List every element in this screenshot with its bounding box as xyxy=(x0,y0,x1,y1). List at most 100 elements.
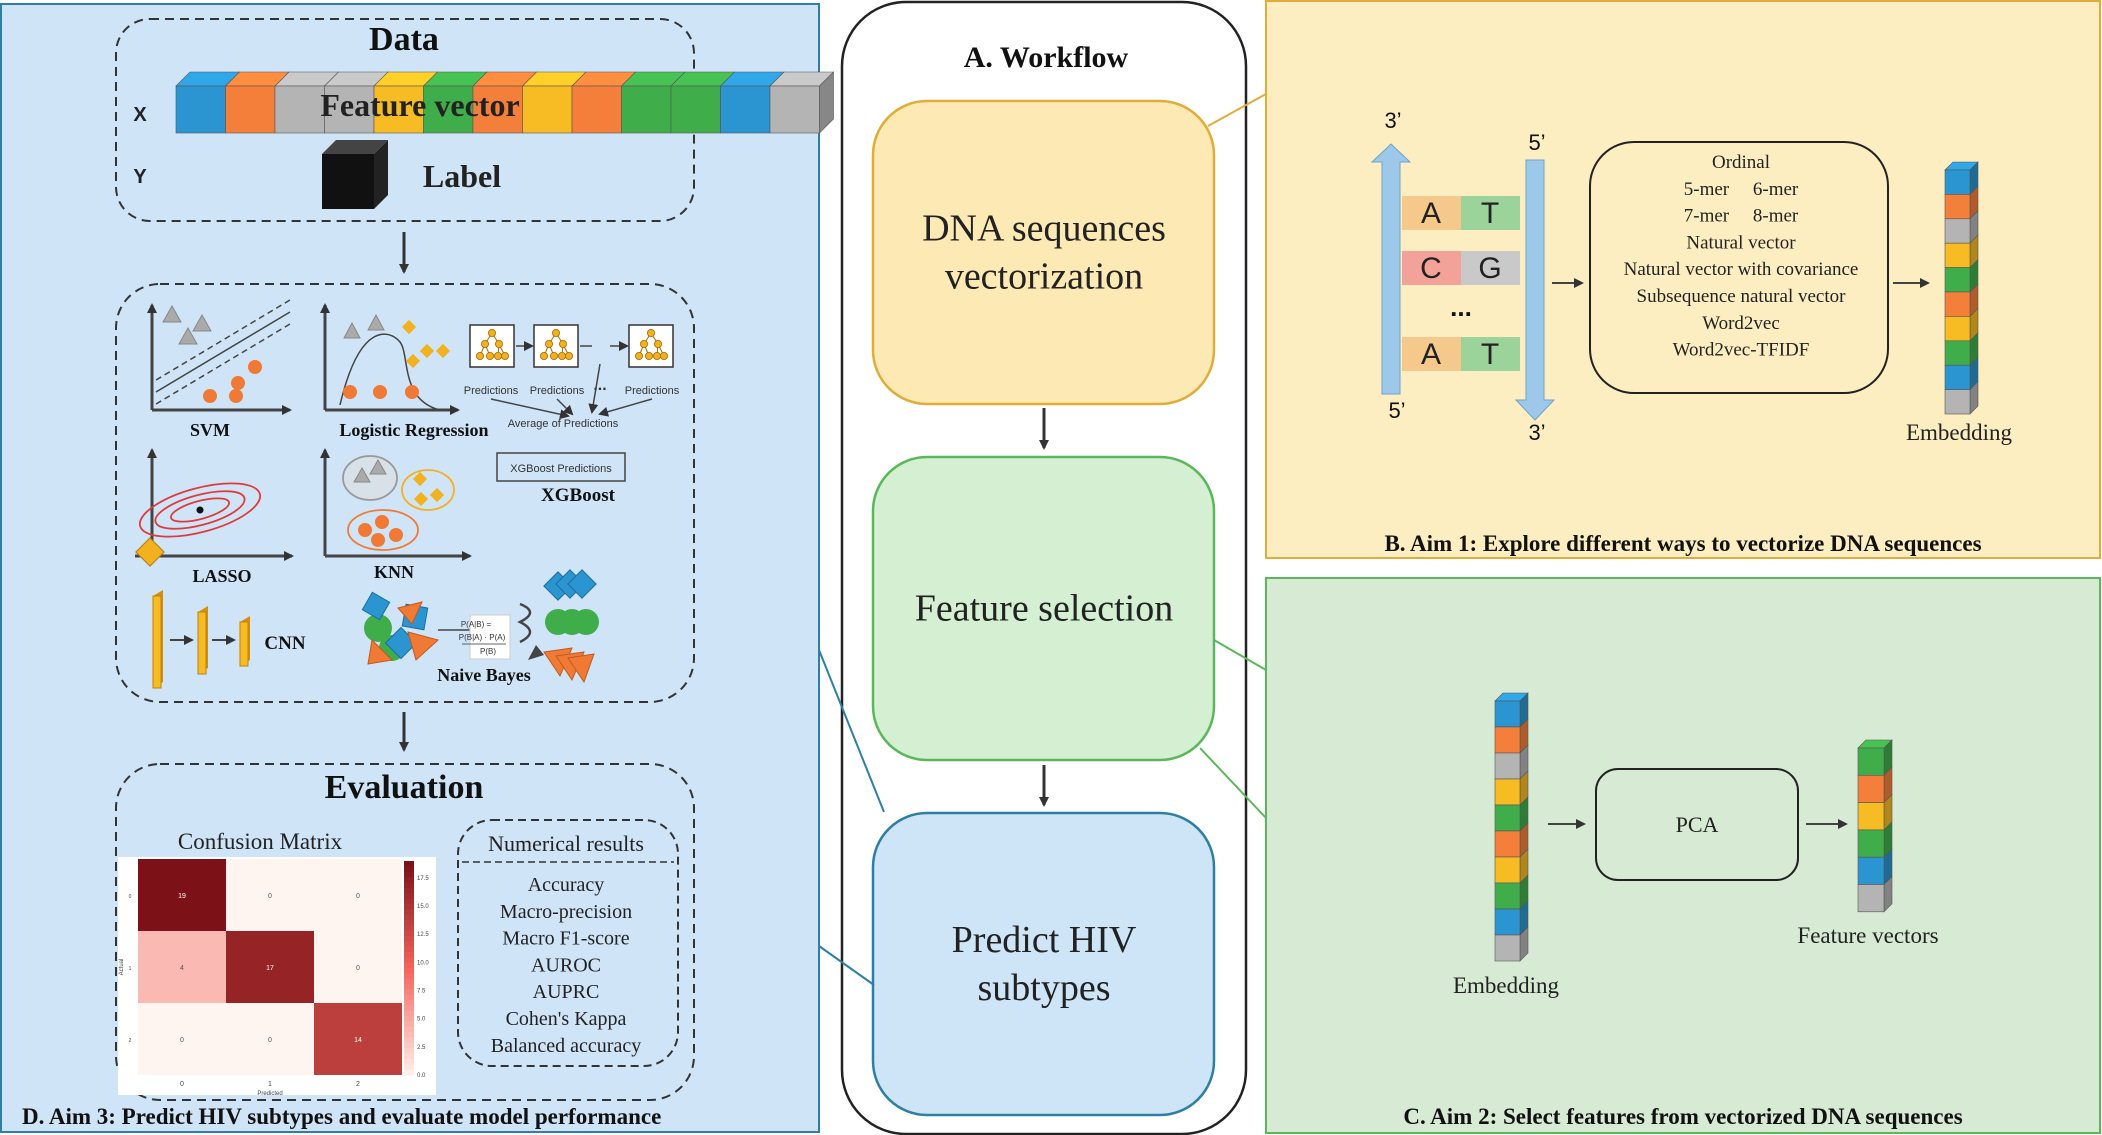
confusion-cell xyxy=(314,1003,402,1075)
base-letter-right: T xyxy=(1481,338,1499,371)
method-item: Natural vector with covariance xyxy=(1624,259,1859,280)
data-title: Data xyxy=(369,21,439,58)
logistic-regression-plot xyxy=(320,303,460,415)
vector-cell xyxy=(1857,829,1885,858)
panel-d: D. Aim 3: Predict HIV subtypes and evalu… xyxy=(0,3,835,1133)
xgb-tree-node xyxy=(552,328,561,337)
colorbar-segment xyxy=(404,1010,414,1017)
method-item: 5-mer 6-mer xyxy=(1684,179,1799,200)
method-item: Word2vec-TFIDF xyxy=(1673,340,1810,361)
colorbar-segment xyxy=(404,877,414,883)
base-letter-right: T xyxy=(1481,197,1499,230)
confusion-cell-value: 0 xyxy=(268,893,272,900)
confusion-cell xyxy=(314,859,402,931)
colorbar-tick: 12.5 xyxy=(417,932,429,938)
base-right xyxy=(1461,196,1520,230)
connector-c-bottom xyxy=(1199,747,1267,819)
methods-box xyxy=(1589,141,1889,394)
xgb-tree-node xyxy=(647,328,656,337)
confusion-title: Confusion Matrix xyxy=(178,829,343,854)
xgb-tree-node xyxy=(540,351,549,360)
vector-cell xyxy=(1857,856,1885,885)
vector-cell xyxy=(1494,804,1521,832)
colorbar-segment xyxy=(404,898,414,905)
feature-vectors-label: Feature vectors xyxy=(1797,923,1938,948)
bayes-formula-denominator: P(B) xyxy=(480,647,496,656)
vector-cell xyxy=(1857,884,1885,913)
colorbar-segment xyxy=(404,1021,414,1028)
base-letter-left: A xyxy=(1421,197,1441,230)
vector-cell xyxy=(1857,747,1885,776)
colorbar-segment xyxy=(404,903,414,910)
confusion-xlabel: Predicted xyxy=(257,1091,282,1097)
connector-c-top xyxy=(1213,639,1267,671)
vector-cell xyxy=(1857,774,1885,803)
confusion-ytick: 2 xyxy=(129,1038,132,1044)
feature-vector-label: Feature vector xyxy=(320,87,519,123)
confusion-cell xyxy=(138,859,226,931)
xgb-tree-node xyxy=(550,351,559,360)
vector-cell xyxy=(1944,242,1971,268)
xgboost-label: XGBoost xyxy=(541,485,616,506)
confusion-cell xyxy=(314,931,402,1003)
confusion-ylabel: Actual xyxy=(119,959,125,976)
colorbar-segment xyxy=(404,941,414,948)
pca-label: PCA xyxy=(1676,812,1719,837)
confusion-cell xyxy=(226,931,314,1003)
colorbar-segment xyxy=(404,1005,414,1012)
metric-item: Cohen's Kappa xyxy=(506,1008,627,1030)
colorbar-segment xyxy=(404,871,414,878)
label-label: Label xyxy=(423,158,501,194)
feature-cell xyxy=(324,85,375,134)
base-letter-left: C xyxy=(1420,252,1442,285)
xgb-tree-node xyxy=(640,339,649,348)
label-cube xyxy=(322,140,388,209)
workflow-step-box xyxy=(871,99,1216,406)
confusion-cell xyxy=(138,931,226,1003)
panel-d-caption: D. Aim 3: Predict HIV subtypes and evalu… xyxy=(22,1104,661,1129)
xgb-tree-node xyxy=(475,351,484,360)
embedding-vector-c xyxy=(1494,692,1529,962)
confusion-cell-value: 17 xyxy=(266,965,274,972)
strand-top-right-label: 5’ xyxy=(1528,130,1545,155)
connector-b-top xyxy=(1207,93,1267,127)
vector-cell xyxy=(1494,752,1521,780)
strand-right xyxy=(1514,159,1556,421)
confusion-ytick: 0 xyxy=(129,894,132,900)
colorbar-tick: 7.5 xyxy=(417,989,426,995)
base-left xyxy=(1402,196,1461,230)
xgb-predictions-1: Predictions xyxy=(464,385,519,397)
method-item: Natural vector xyxy=(1686,232,1796,253)
vector-cell xyxy=(1944,316,1971,342)
colorbar-segment xyxy=(404,984,414,990)
xgb-tree-node xyxy=(645,351,654,360)
base-right xyxy=(1461,337,1520,371)
xgb-tree-node xyxy=(558,351,567,360)
feature-cell xyxy=(571,85,622,134)
knn-label: KNN xyxy=(374,562,414,582)
colorbar-segment xyxy=(404,1037,414,1044)
method-item: 7-mer 8-mer xyxy=(1684,206,1799,227)
colorbar-segment xyxy=(404,1042,414,1049)
panel-b: B. Aim 1: Explore different ways to vect… xyxy=(1265,0,2101,559)
colorbar-segment xyxy=(404,962,414,969)
colorbar-segment xyxy=(404,1048,414,1055)
xgb-tree-node xyxy=(654,339,663,348)
colorbar-segment xyxy=(404,930,414,937)
feature-cell xyxy=(621,85,672,134)
cnn-layers xyxy=(152,590,250,689)
colorbar-segment xyxy=(404,951,414,958)
embedding-label-b: Embedding xyxy=(1906,420,2013,445)
colorbar-segment xyxy=(404,919,414,926)
confusion-xtick: 1 xyxy=(268,1081,272,1088)
colorbar-tick: 15.0 xyxy=(417,904,429,910)
models-box xyxy=(115,283,695,703)
xgboost-trees xyxy=(469,324,674,368)
confusion-xtick: 2 xyxy=(356,1081,360,1088)
confusion-cell xyxy=(226,859,314,931)
workflow-step-label: Predict HIV xyxy=(952,919,1137,961)
colorbar-segment xyxy=(404,968,414,974)
colorbar-segment xyxy=(404,1026,414,1033)
vector-cell xyxy=(1494,856,1521,884)
